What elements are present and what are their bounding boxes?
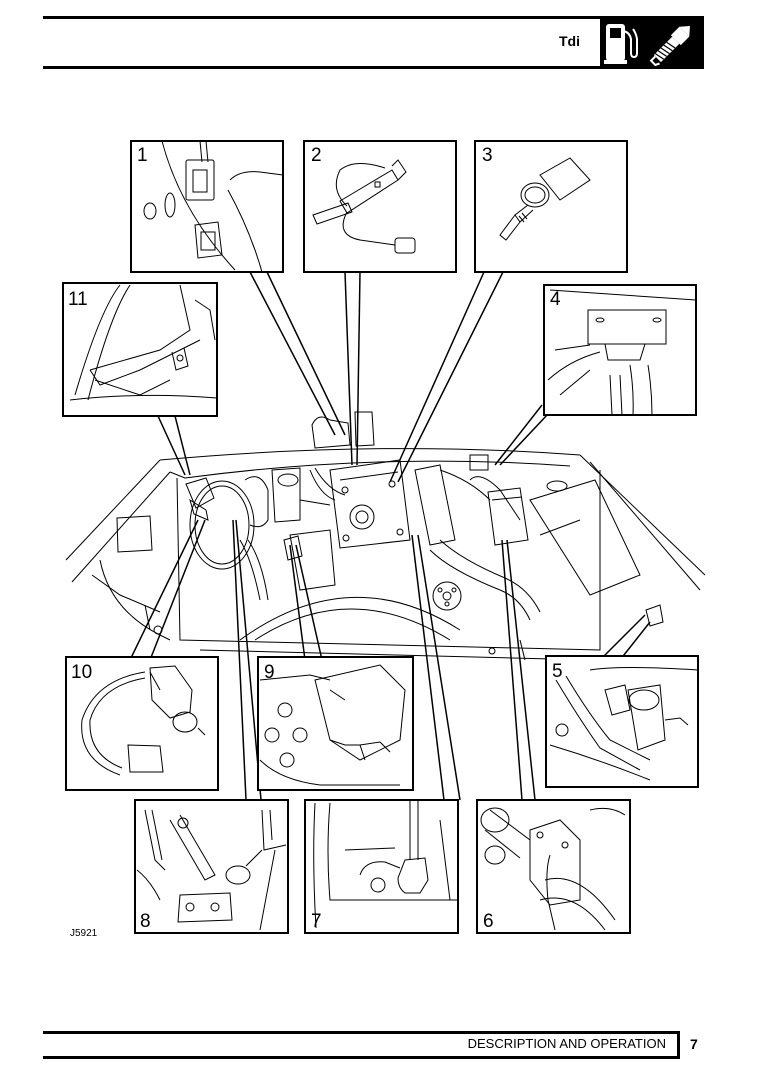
callout-box-11: 11 xyxy=(62,282,218,417)
callout-box-4: 4 xyxy=(543,284,697,416)
callout-number-5: 5 xyxy=(552,661,563,682)
callout-number-9: 9 xyxy=(264,662,275,683)
callout-number-10: 10 xyxy=(71,662,92,683)
callout-number-2: 2 xyxy=(311,145,322,166)
leader-lines xyxy=(129,271,651,801)
footer-divider xyxy=(677,1031,680,1059)
callout-box-10: 10 xyxy=(65,656,219,791)
callout-box-8: 8 xyxy=(134,799,289,934)
callout-box-5: 5 xyxy=(545,655,699,788)
callout-number-3: 3 xyxy=(482,145,493,166)
fuel-pump-icon xyxy=(604,24,638,64)
callout-number-6: 6 xyxy=(483,911,494,932)
header-icon-panel xyxy=(600,17,704,68)
callout-number-7: 7 xyxy=(311,911,322,932)
header-bottom-rule xyxy=(43,66,704,69)
callout-box-1: 1 xyxy=(130,140,284,273)
engine-bay-illustration xyxy=(65,411,706,661)
callout-box-6: 6 xyxy=(476,799,631,934)
callout-number-4: 4 xyxy=(550,289,561,310)
header-title: Tdi xyxy=(559,33,580,49)
glow-plug-icon xyxy=(649,26,690,67)
callout-box-9: 9 xyxy=(257,656,414,791)
footer-top-rule xyxy=(43,1031,680,1034)
callout-number-8: 8 xyxy=(140,911,151,932)
footer-bottom-rule xyxy=(43,1056,680,1059)
callout-number-11: 11 xyxy=(68,289,88,310)
page-number: 7 xyxy=(690,1036,698,1052)
callout-box-7: 7 xyxy=(304,799,459,934)
figure-reference: J5921 xyxy=(70,928,98,939)
footer-section-title: DESCRIPTION AND OPERATION xyxy=(467,1036,666,1051)
callout-box-3: 3 xyxy=(474,140,628,273)
callout-box-2: 2 xyxy=(303,140,457,273)
header-top-rule xyxy=(43,16,704,19)
callout-number-1: 1 xyxy=(137,145,148,166)
